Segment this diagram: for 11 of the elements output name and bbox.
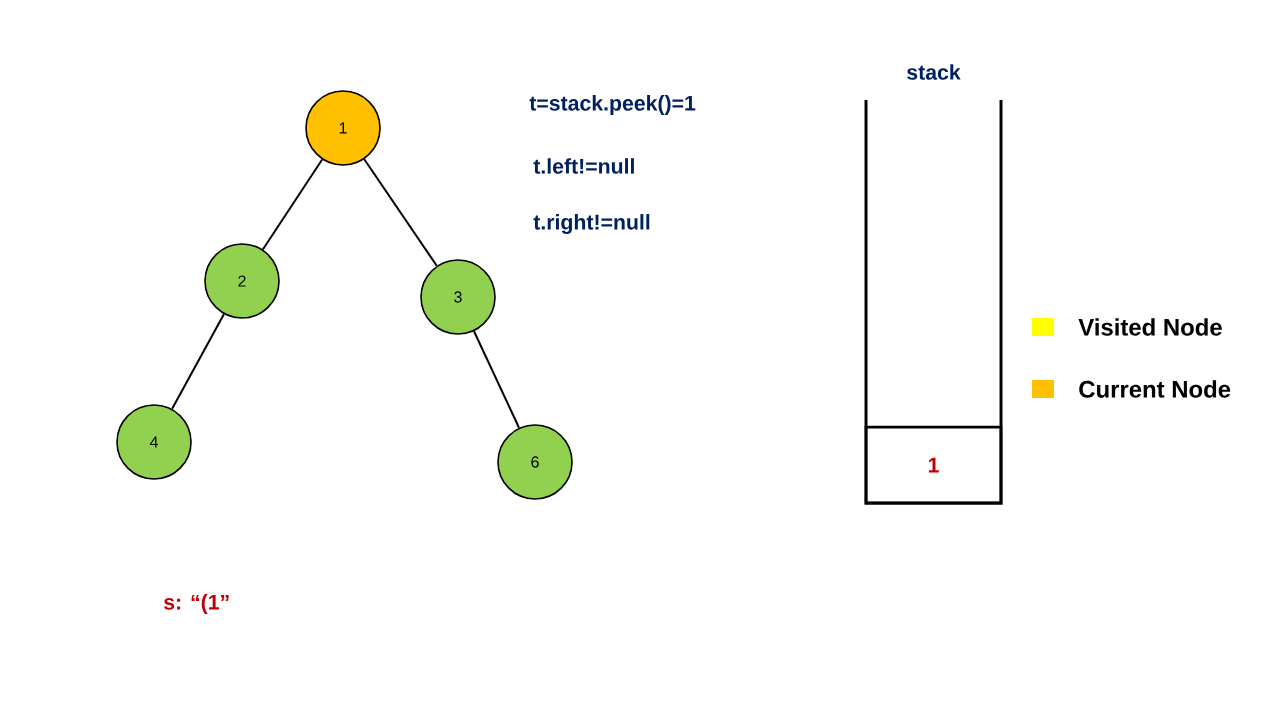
code-text: t.right!=null <box>533 214 650 234</box>
code-text: s: “(1” <box>164 594 229 614</box>
tree-edge <box>473 330 521 429</box>
tree-edge <box>261 158 324 251</box>
stack-cell: 1 <box>864 425 1003 505</box>
legend-label: Visited Node <box>1078 318 1222 336</box>
code-text: t=stack.peek()=1 <box>529 95 696 115</box>
tree-edge <box>363 158 438 267</box>
tree-edge <box>171 313 225 410</box>
legend-label: Current Node <box>1079 380 1231 398</box>
code-text: t.left!=null <box>533 158 634 174</box>
